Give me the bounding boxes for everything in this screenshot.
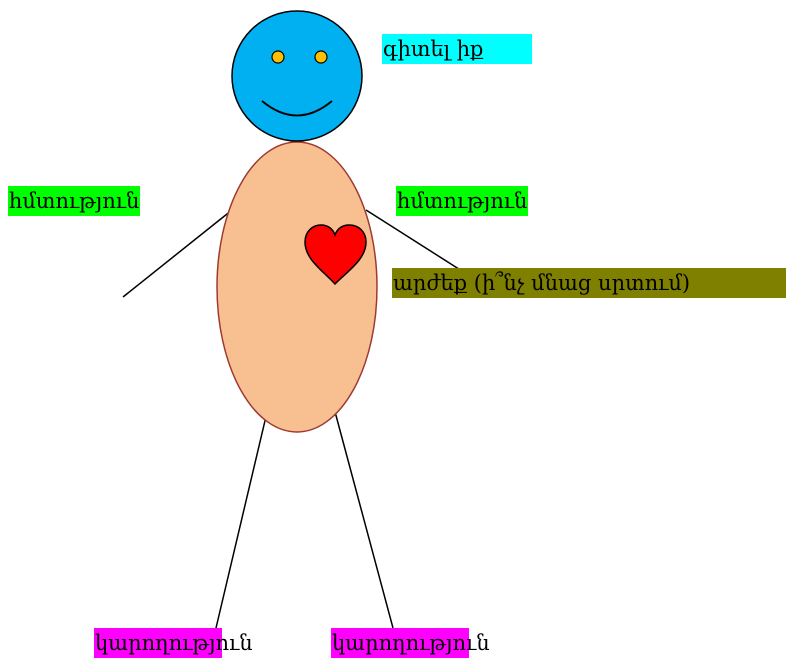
left-eye bbox=[272, 51, 284, 63]
right-eye bbox=[315, 51, 327, 63]
left-leg-label: կարողություն bbox=[94, 628, 222, 658]
left-hand-label: հմտություն bbox=[8, 186, 140, 216]
right-leg-label: կարողություն bbox=[331, 628, 469, 658]
right-leg-line bbox=[334, 408, 393, 628]
body-ellipse bbox=[217, 142, 377, 432]
head-label: գիտել իք bbox=[382, 34, 532, 64]
heart-label: արժեք (ի՞նչ մնաց սրտում) bbox=[392, 268, 786, 298]
head-circle bbox=[232, 11, 362, 141]
left-leg-line bbox=[216, 408, 268, 628]
left-arm-line bbox=[123, 210, 232, 297]
right-hand-label: հմտություն bbox=[396, 186, 528, 216]
